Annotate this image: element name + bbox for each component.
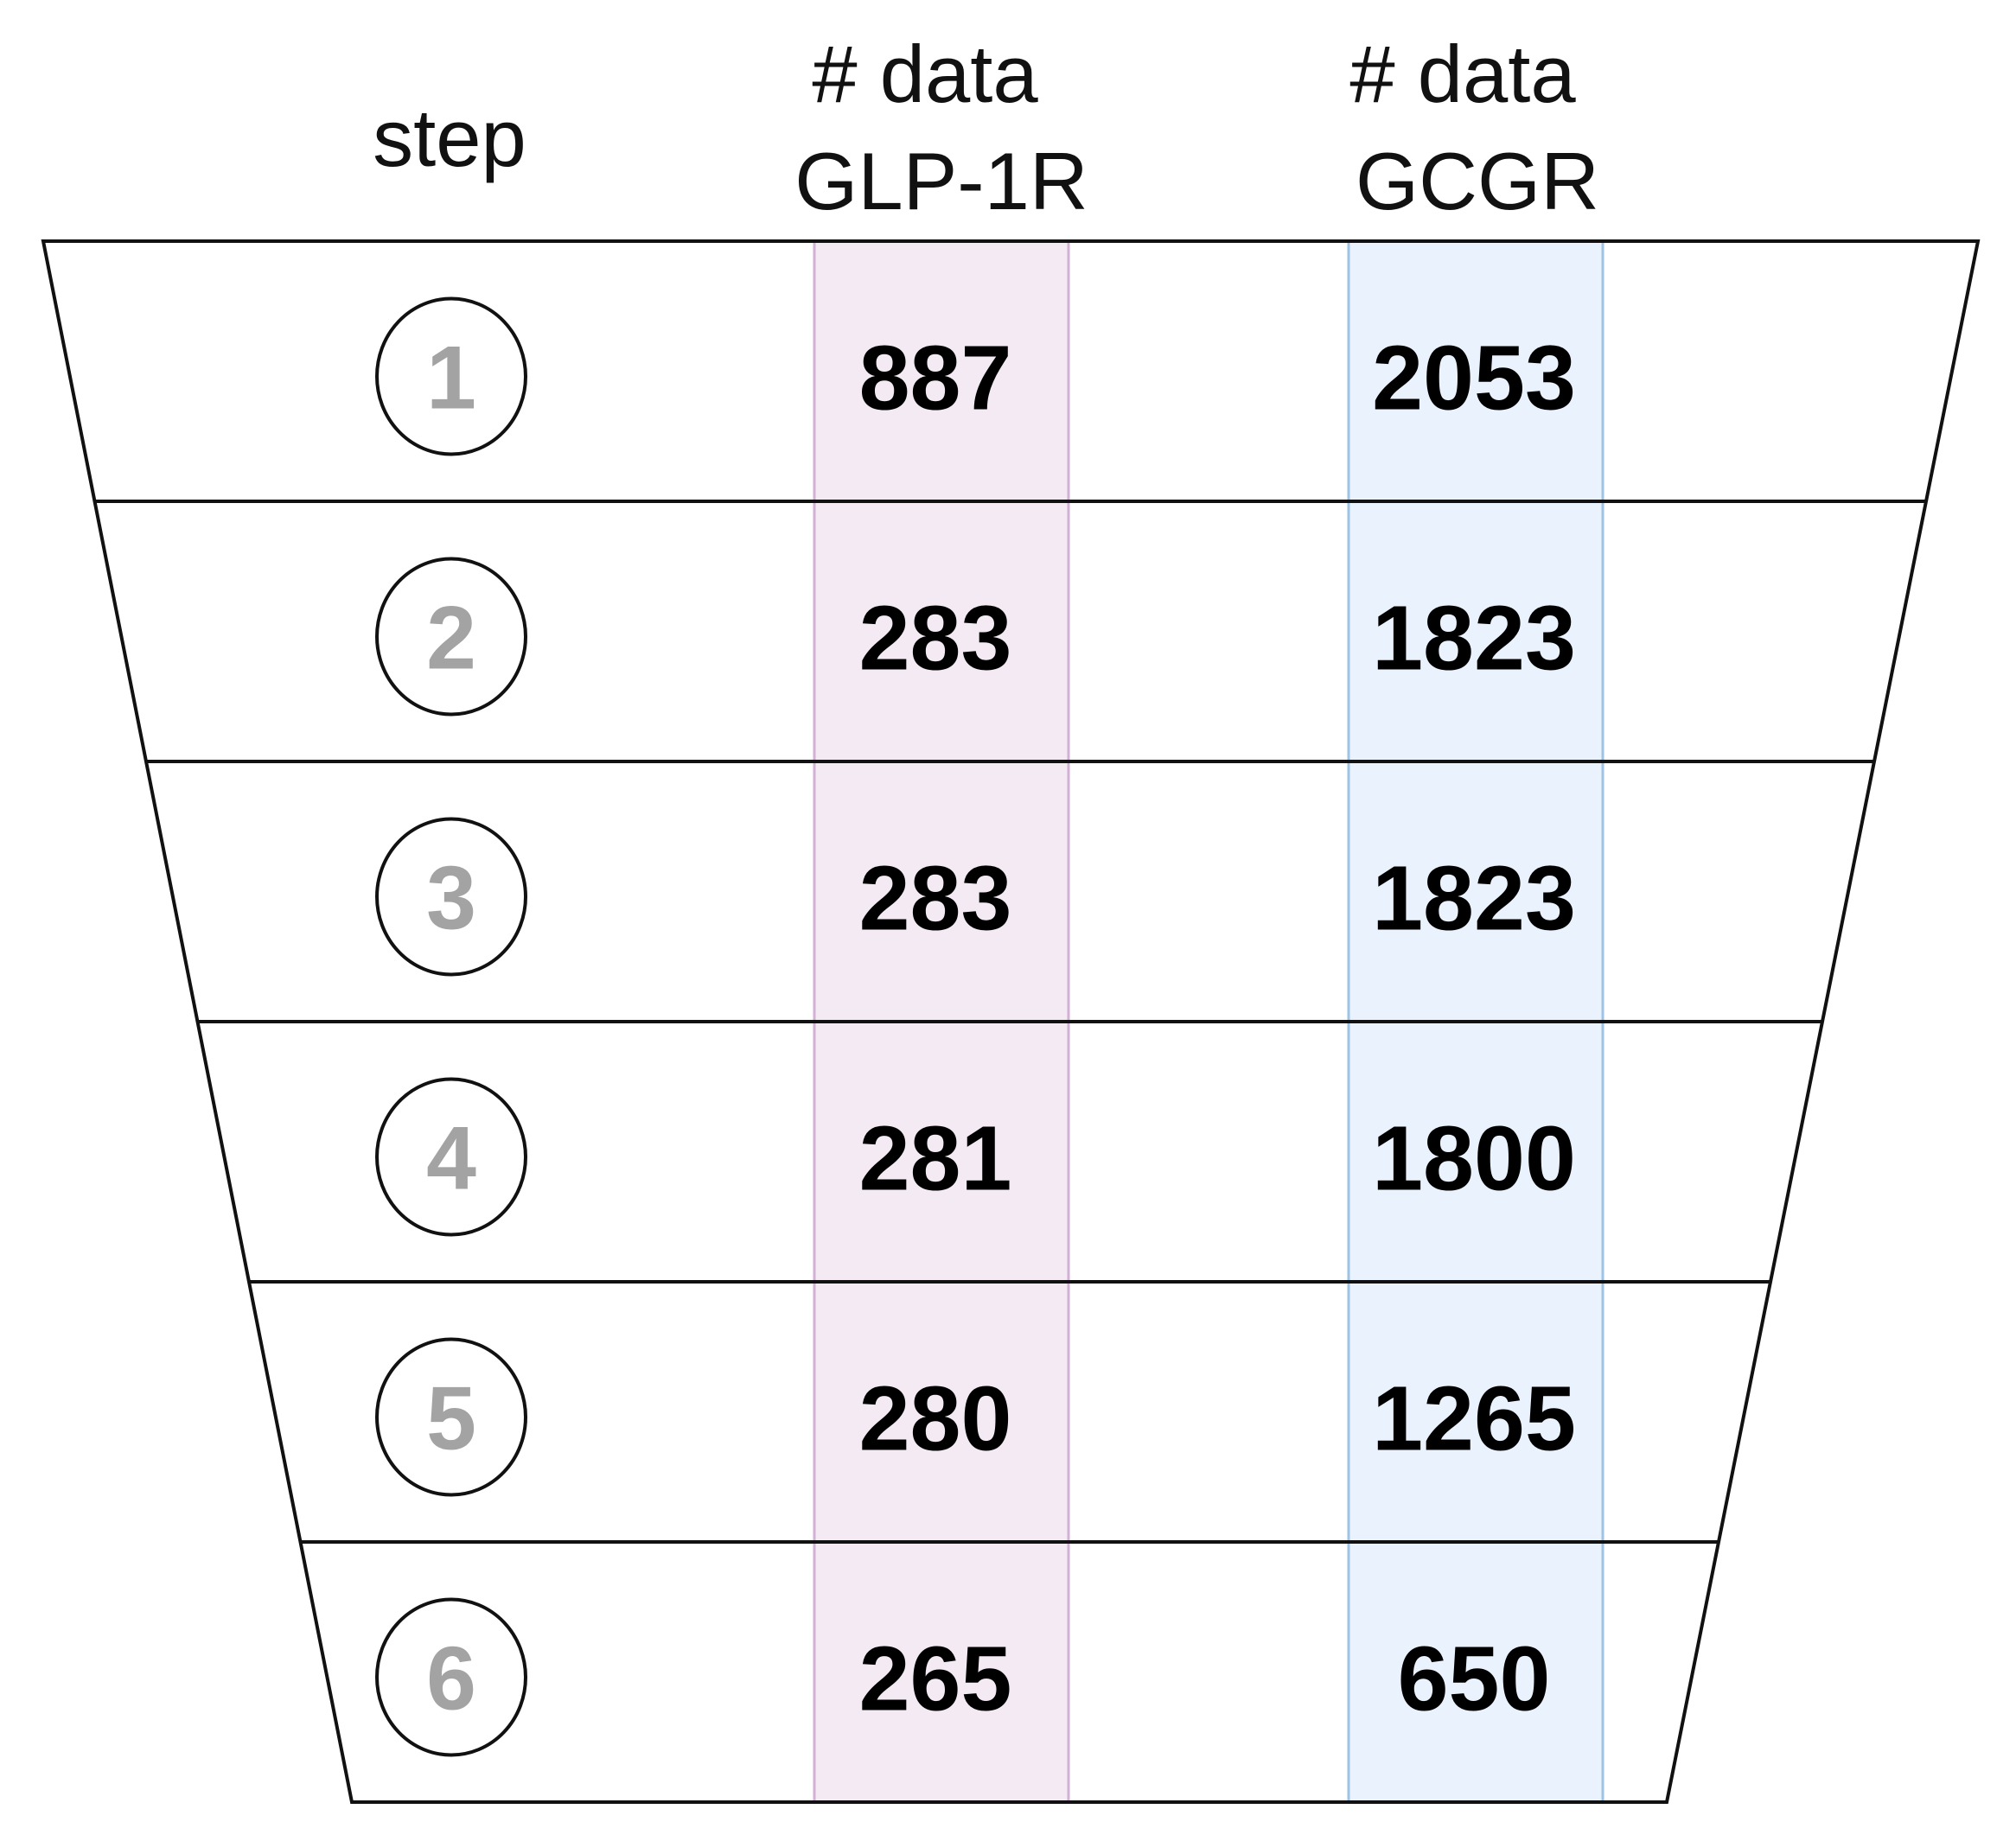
glp1r-count: 283: [859, 588, 1012, 690]
glp1r-count: 281: [859, 1108, 1012, 1210]
header-glp1r-line2: GLP-1R: [794, 136, 1088, 226]
gcgr-count: 1800: [1372, 1108, 1576, 1210]
step-circle: [375, 1077, 527, 1237]
funnel-row: 2 283 1823: [375, 557, 1576, 717]
step-circle: [375, 296, 527, 456]
step-number: 4: [426, 1109, 476, 1209]
step-circle: [375, 557, 527, 717]
funnel-row: 3 283 1823: [375, 817, 1576, 977]
gcgr-count: 1823: [1372, 588, 1576, 690]
funnel-row: 4 281 1800: [375, 1077, 1576, 1237]
funnel-row: 1 887 2053: [375, 296, 1576, 456]
step-circle: [375, 817, 527, 977]
gcgr-count: 1265: [1372, 1368, 1576, 1470]
funnel-row: 6 265 650: [375, 1597, 1551, 1757]
glp1r-count: 887: [859, 328, 1012, 430]
header-glp1r-line1: # data: [812, 29, 1038, 119]
step-number: 3: [426, 849, 476, 949]
header-gcgr-line1: # data: [1349, 29, 1576, 119]
funnel-rows: 1 887 2053 2 283 1823 3 283 1823 4 281 1800 5 280 1265…: [375, 296, 1576, 1757]
funnel-row: 5 280 1265: [375, 1337, 1576, 1497]
step-number: 1: [426, 328, 476, 429]
row-dividers: [94, 500, 1926, 1544]
step-number: 2: [426, 589, 476, 689]
gcgr-count: 2053: [1372, 328, 1576, 430]
header-gcgr-line2: GCGR: [1356, 136, 1599, 226]
step-circle: [375, 1337, 527, 1497]
step-number: 6: [426, 1629, 476, 1730]
glp1r-count: 280: [859, 1368, 1012, 1470]
gcgr-count: 1823: [1372, 848, 1576, 950]
header-step: step: [373, 92, 526, 183]
glp1r-count: 283: [859, 848, 1012, 950]
glp1r-count: 265: [859, 1628, 1012, 1730]
step-circle: [375, 1597, 527, 1757]
gcgr-count: 650: [1398, 1628, 1551, 1730]
step-number: 5: [426, 1369, 476, 1469]
